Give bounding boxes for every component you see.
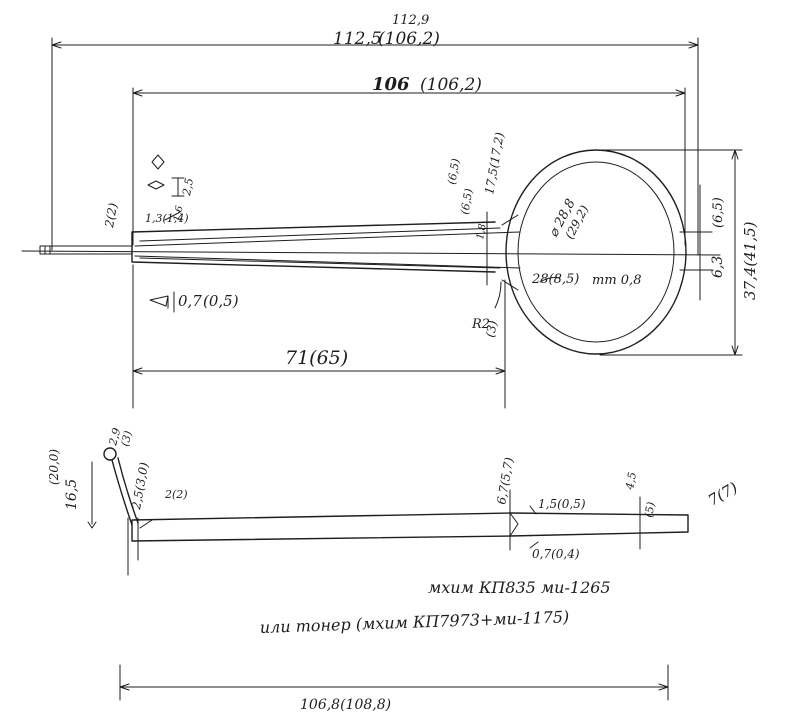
- plate-thickness-leader: [529, 505, 537, 515]
- material-note-2: или тонер (мхим КП7973+ми-1175): [259, 607, 569, 637]
- tongue-inner: [139, 227, 501, 269]
- frame-arrows: [132, 89, 686, 97]
- hook-eye: [103, 447, 117, 461]
- side-ext-lines: [509, 489, 641, 551]
- ring-inner-dia-label: 28(8,5): [531, 272, 579, 287]
- tail-width-label: 4,5: [623, 471, 639, 491]
- center-line: [21, 250, 721, 256]
- ring-height-arrows: [731, 149, 739, 356]
- detail-dim-mark: [171, 177, 185, 197]
- side-view: 16,5 (20,0) 2,9 (3) 2,5(3,0) 2(2) 6,7(5,…: [47, 427, 741, 713]
- hook-radius-label: 2,9: [106, 427, 123, 448]
- plate-thickness-label: 1,5(0,5): [538, 497, 586, 511]
- handle-stub-marks: [44, 245, 51, 255]
- neck-gap-label: (6,5): [458, 188, 475, 216]
- ring-gap-label: 6,3: [710, 256, 726, 278]
- hook-radius-alt-label: (3): [118, 429, 135, 447]
- side-plate-step: [509, 512, 519, 537]
- frame-arms: [131, 221, 496, 273]
- root-radius-label: R2: [471, 317, 490, 332]
- ring-gap-alt-label: (6,5): [711, 197, 726, 228]
- detail-rhombus-icon: [147, 180, 165, 190]
- overall-arrows: [51, 41, 699, 49]
- root-note-leader: [139, 519, 153, 529]
- tip-length-label: 7(7): [705, 478, 741, 509]
- ring-inner: [517, 161, 675, 343]
- neck-note-label: (6,5): [445, 158, 462, 186]
- side-root-note: 2(2): [164, 488, 188, 501]
- side-root-lines: [127, 517, 139, 576]
- hook-offset-label: 2,5(3,0): [129, 461, 151, 512]
- tongue-length-label: 71(65): [285, 347, 348, 369]
- tongue-arrows: [132, 367, 506, 375]
- handle-stub: [39, 245, 133, 255]
- tongue: [134, 231, 521, 269]
- root-radius-leader: [494, 281, 502, 309]
- tip-thickness-alt-label: (0,5): [203, 292, 239, 310]
- detail-size-label: 2,5: [180, 177, 196, 197]
- total-length-label: 106,8(108,8): [300, 697, 391, 713]
- overall-alt-label: (106,2): [378, 29, 440, 49]
- top-view: 112,5 112,9 (106,2) 106 (106,2) 71(65) 3…: [21, 13, 759, 409]
- taper-small-label: 1,6: [172, 204, 186, 222]
- root-radius-alt-label: (3): [483, 319, 500, 338]
- material-notes: мхим КП835 ми-1265 или тонер (мхим КП797…: [259, 578, 610, 637]
- ring-wall-note: mm 0,8: [592, 273, 641, 288]
- hook-arm: [111, 457, 139, 526]
- side-plate: [131, 512, 689, 542]
- ring-height-label: 37,4(41,5): [741, 221, 759, 300]
- plate-thin-label: 0,7(0,4): [532, 547, 580, 561]
- overall-alt-top-label: 112,9: [392, 13, 429, 28]
- material-note-1: мхим КП835 ми-1265: [428, 578, 611, 597]
- plate-thin-leader: [529, 541, 539, 549]
- frame-length-label: 106: [372, 74, 410, 95]
- base-note-label: 2(2): [102, 202, 120, 230]
- detail-diamond-icon: [151, 154, 165, 170]
- taper-leader: [164, 211, 181, 221]
- total-length-arrows: [119, 683, 669, 691]
- hook-height-dim: [87, 461, 97, 529]
- frame-alt-label: (106,2): [420, 75, 482, 95]
- neck-small-label: 1,8: [475, 223, 489, 241]
- mid-thickness-label: 6,7(5,7): [494, 456, 516, 506]
- ring-inner-leader: [539, 277, 561, 283]
- ring-outer: [505, 149, 687, 355]
- taper-note-label: 1,3(1,4): [145, 212, 189, 225]
- neck-width-label: 17,5(17,2): [482, 131, 507, 196]
- tip-section-icon: [149, 291, 175, 313]
- tail-width-alt-label: (5): [642, 501, 658, 519]
- tip-thickness-label: 0,7: [178, 292, 202, 310]
- overall-length-label: 112,5: [333, 29, 382, 49]
- ring-neck: [501, 214, 519, 291]
- hook-height-label: 16,5: [64, 479, 80, 510]
- hook-height-alt-label: (20,0): [47, 449, 61, 485]
